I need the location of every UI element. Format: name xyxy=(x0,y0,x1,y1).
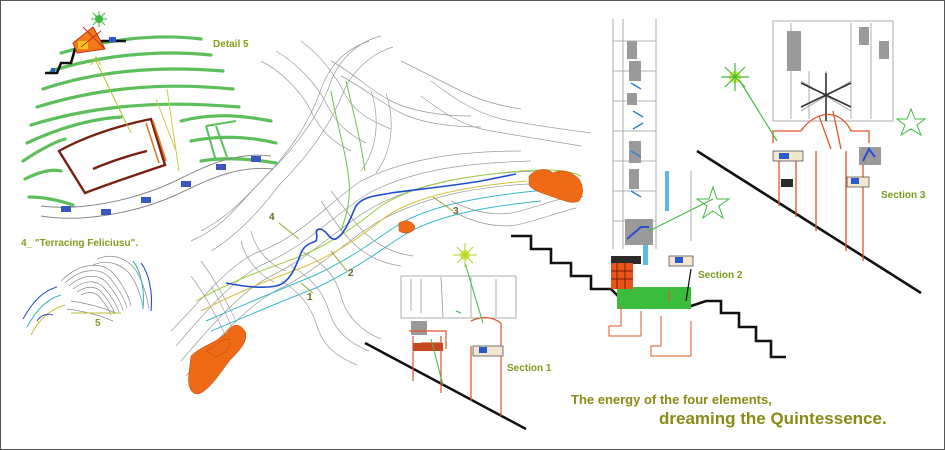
section-3-label: Section 3 xyxy=(881,190,926,201)
terracing-coast xyxy=(22,260,153,336)
site-marker-2: 2 xyxy=(348,268,354,279)
terracing-plan xyxy=(60,255,150,322)
section-1-drawing xyxy=(364,243,527,431)
site-marker-leaders xyxy=(278,196,454,294)
scale-number: 5 xyxy=(95,318,101,329)
detail-5-plan xyxy=(21,35,278,219)
section-3-drawing xyxy=(696,20,927,295)
section-1-label: Section 1 xyxy=(507,363,552,374)
section-2-label: Section 2 xyxy=(698,270,743,281)
terracing-label: 4_ "Terracing Feliciusu". xyxy=(21,238,139,249)
rock-formations xyxy=(188,169,583,395)
tagline-line-2: dreaming the Quintessence. xyxy=(659,409,887,428)
walking-path xyxy=(225,173,517,289)
site-marker-4: 4 xyxy=(269,212,275,223)
site-marker-3: 3 xyxy=(453,206,459,217)
detail-5-label: Detail 5 xyxy=(213,39,249,50)
detail-5-elevation xyxy=(45,11,126,75)
section-2-drawing xyxy=(511,19,786,359)
tagline-line-1: The energy of the four elements, xyxy=(571,392,772,407)
topographic-contours xyxy=(170,35,592,377)
site-marker-1: 1 xyxy=(307,292,313,303)
